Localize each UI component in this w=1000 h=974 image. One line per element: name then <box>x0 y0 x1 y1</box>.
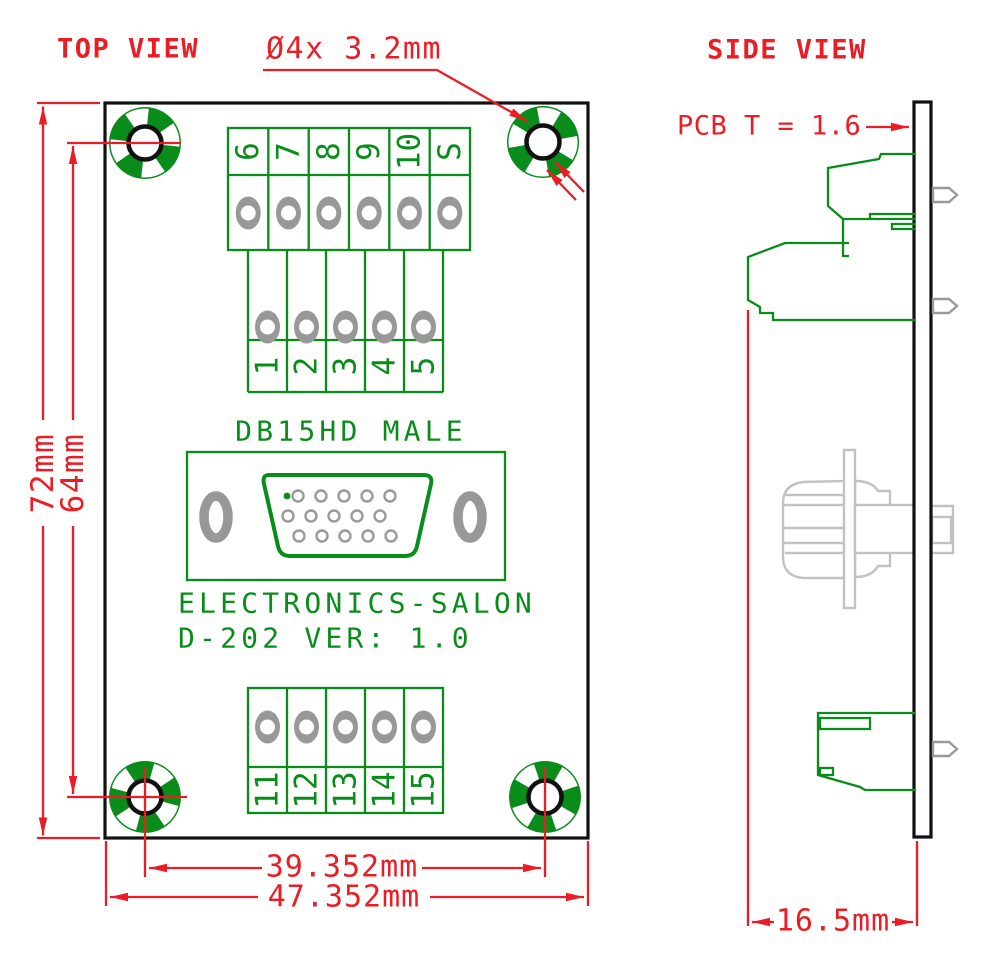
brand-text: ELECTRONICS-SALON <box>178 587 536 620</box>
dim-64mm: 64mm <box>55 141 187 799</box>
dsub-pins <box>281 489 398 543</box>
terminal-label: 5 <box>406 357 442 376</box>
dsub-connector-side-profile <box>781 448 955 610</box>
top-view: 6 7 8 9 10 S 1 2 3 <box>103 101 590 840</box>
pin1-marker <box>283 492 291 500</box>
terminal-pads-bottom <box>255 710 436 744</box>
dim-72mm-label: 72mm <box>25 433 61 514</box>
terminal-label: 4 <box>367 357 403 376</box>
hole-edge-arrow <box>546 169 577 201</box>
terminal-labels-middle: 1 2 3 4 5 <box>250 357 442 376</box>
terminal-block-side-top <box>746 152 915 322</box>
connector-back-insert <box>930 515 953 545</box>
terminal-label: S <box>432 142 468 161</box>
side-view-title: SIDE VIEW <box>707 35 867 66</box>
terminal-label: 8 <box>311 142 347 161</box>
connector-title: DB15HD MALE <box>235 415 467 448</box>
terminal-label: 10 <box>392 133 428 170</box>
hole-diameter-callout: Ø4x 3.2mm <box>266 32 442 67</box>
mounting-hole-top-right <box>507 106 579 178</box>
connector-shoulder-top <box>853 479 892 504</box>
terminal-block-bottom <box>246 686 445 815</box>
dim-16mm-label: 16.5mm <box>776 904 890 939</box>
dim-16mm: 16.5mm <box>746 310 919 939</box>
solder-pin <box>931 740 959 758</box>
dim-64mm-label: 64mm <box>55 433 91 514</box>
terminal-label: 14 <box>367 771 403 808</box>
terminal-pads-top <box>235 196 463 230</box>
terminal-label: 15 <box>406 771 442 808</box>
terminal-pads-middle <box>255 310 436 344</box>
hole-edge-arrow <box>554 161 585 193</box>
pcb-edge <box>912 100 933 839</box>
terminal-label: 9 <box>351 142 387 161</box>
connector-shoulder-bottom <box>853 553 892 579</box>
solder-pin <box>931 186 959 204</box>
terminal-labels-bottom: 11 12 13 14 15 <box>250 771 442 808</box>
side-view: SIDE VIEW <box>677 35 959 939</box>
dim-72mm: 72mm <box>25 101 100 840</box>
dimension-annotations: TOP VIEW Ø4x 3.2mm 72mm 64mm <box>25 32 590 915</box>
terminal-block-side-bottom <box>816 711 915 792</box>
dsub-shell-outline <box>261 473 434 558</box>
terminal-label: 2 <box>289 357 325 376</box>
dim-47mm-label: 47.352mm <box>268 880 421 915</box>
terminal-labels-top: 6 7 8 9 10 S <box>230 133 468 170</box>
terminal-label: 7 <box>271 142 307 161</box>
dsub-connector-footprint <box>185 450 507 582</box>
terminal-label: 6 <box>230 142 266 161</box>
terminal-label: 13 <box>328 771 364 808</box>
dim-47mm: 47.352mm <box>110 880 584 915</box>
dim-39mm-label: 39.352mm <box>266 850 419 885</box>
callout-leader-arrow <box>263 68 528 123</box>
dim-39mm: 39.352mm <box>149 850 541 885</box>
pcb-thickness-note: PCB T = 1.6 <box>677 111 861 142</box>
terminal-label: 12 <box>289 771 325 808</box>
connector-flange <box>842 448 857 610</box>
connector-barrel <box>853 503 916 555</box>
top-view-title: TOP VIEW <box>57 34 199 65</box>
connector-back-bracket <box>932 504 955 555</box>
terminal-block-middle <box>246 250 445 394</box>
terminal-label: 3 <box>328 357 364 376</box>
model-version-text: D-202 VER: 1.0 <box>178 622 473 655</box>
terminal-block-top <box>226 126 472 252</box>
terminal-label: 11 <box>250 771 286 808</box>
terminal-label: 1 <box>250 357 286 376</box>
solder-pin <box>931 297 959 315</box>
